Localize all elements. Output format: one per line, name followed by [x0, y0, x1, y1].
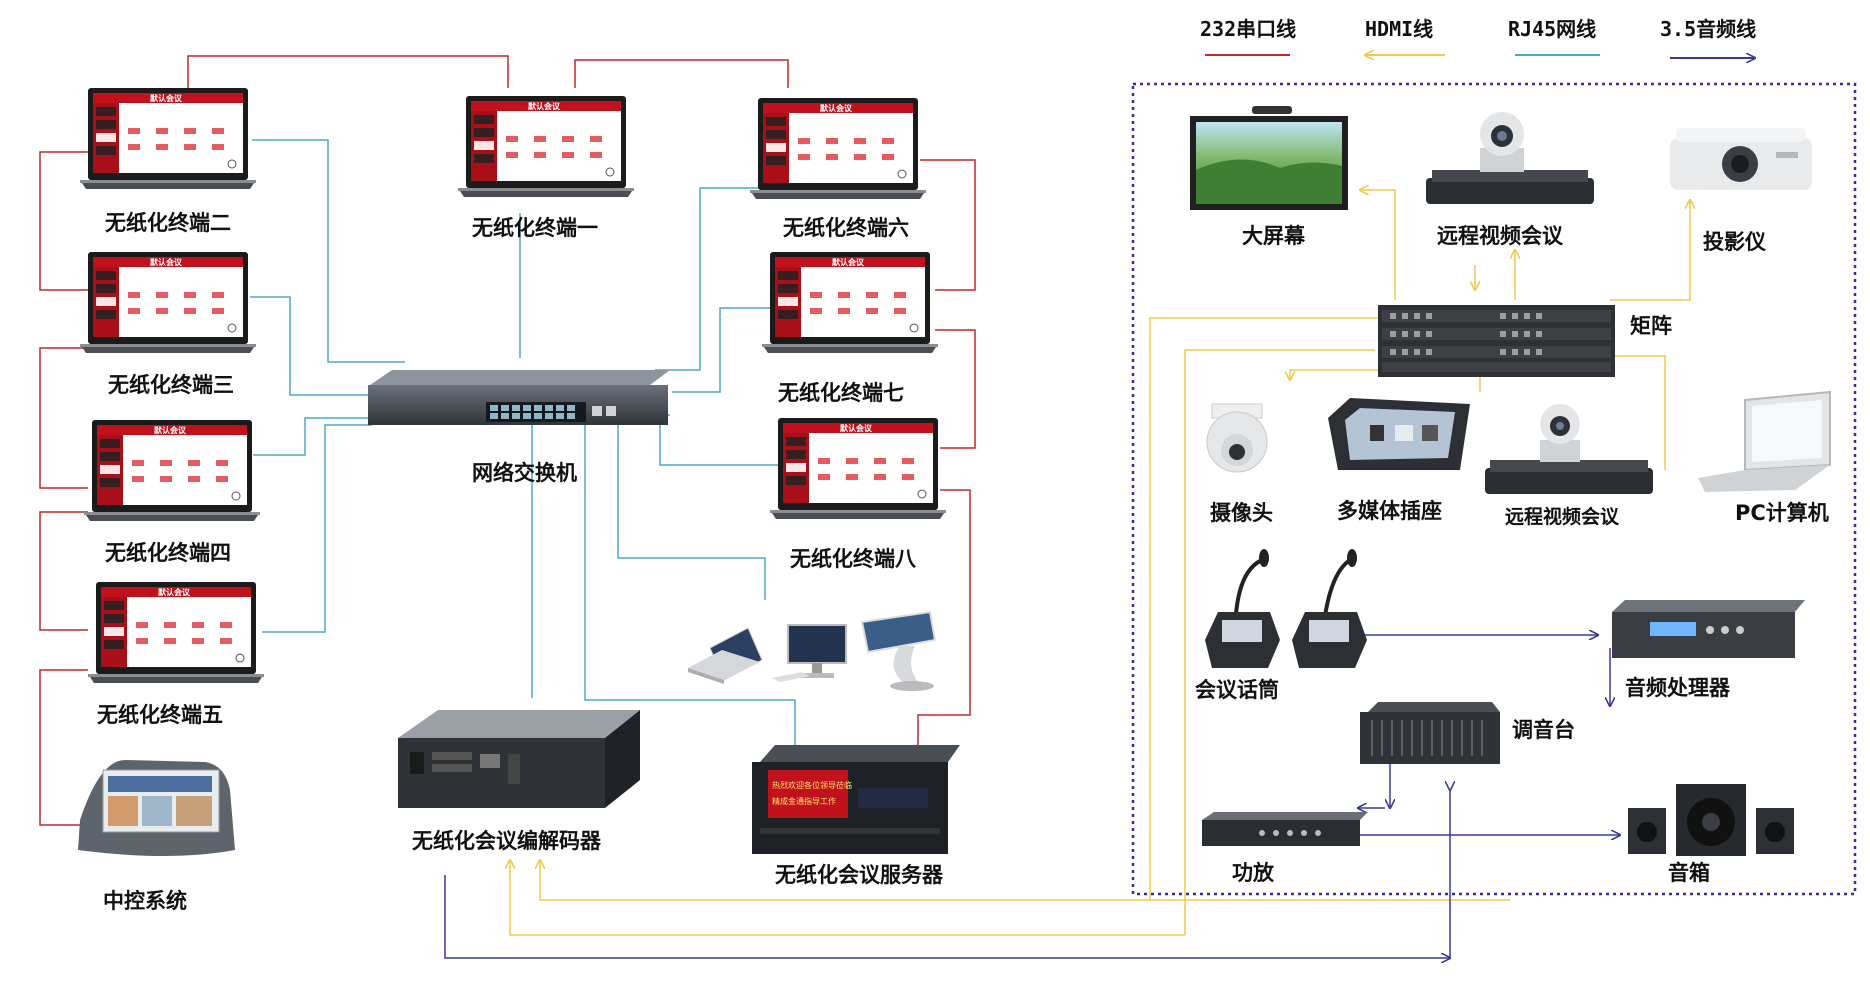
audio-processor-device [1612, 600, 1805, 658]
microphone-device [1205, 549, 1367, 668]
video-conference-top-device [1426, 112, 1594, 204]
codec-label: 无纸化会议编解码器 [412, 829, 602, 853]
audio-processor-label: 音频处理器 [1625, 676, 1731, 700]
terminal-label-4: 无纸化终端四 [105, 541, 231, 565]
terminal-label-3: 无纸化终端三 [108, 373, 234, 397]
terminal-screen-title-7: 默认会议 [832, 257, 865, 267]
terminal-laptop-4: 默认会议 [84, 420, 260, 521]
pc-laptop-device [1698, 390, 1831, 492]
terminal-laptop-8: 默认会议 [770, 418, 946, 519]
terminal-screen-title-8: 默认会议 [840, 423, 873, 433]
mixer-device [1360, 702, 1500, 764]
terminal-label-1: 无纸化终端一 [472, 216, 598, 240]
terminal-laptop-6: 默认会议 [750, 98, 926, 199]
terminal-screen-title-5: 默认会议 [158, 587, 191, 597]
camera-label: 摄像头 [1210, 501, 1273, 525]
camera-device [1206, 403, 1268, 473]
terminal-laptop-1: 默认会议 [458, 96, 634, 197]
projector-label: 投影仪 [1703, 230, 1767, 254]
terminal-screen-title-4: 默认会议 [154, 425, 187, 435]
legend-hdmi-label: HDMI线 [1365, 17, 1433, 41]
projector-device [1670, 128, 1812, 190]
hdmi-connections [510, 190, 1690, 936]
media-socket-device [1328, 398, 1470, 470]
legend-rj45-label: RJ45网线 [1508, 17, 1596, 41]
terminal-screen-title-1: 默认会议 [528, 101, 561, 111]
matrix-device [1378, 305, 1615, 377]
terminal-laptop-7: 默认会议 [762, 252, 938, 353]
legend-audio-label: 3.5音频线 [1660, 17, 1756, 41]
av-system-frame [1131, 82, 1857, 896]
legend: 232串口线 HDMI线 RJ45网线 3.5音频线 [1200, 17, 1756, 58]
terminal-laptop-5: 默认会议 [88, 582, 264, 683]
audio-connections [444, 635, 1620, 958]
server-device: 热烈欢迎各位领导莅临 精成金通指导工作 [752, 745, 960, 854]
terminal-laptop-3: 默认会议 [80, 252, 256, 353]
video-conference-top-label: 远程视频会议 [1437, 224, 1564, 248]
microphone-label: 会议话筒 [1195, 678, 1279, 702]
server-panel-line2: 精成金通指导工作 [772, 796, 836, 806]
speaker-label: 音箱 [1668, 861, 1710, 885]
matrix-label: 矩阵 [1630, 314, 1672, 338]
terminal-screen-title-3: 默认会议 [150, 257, 183, 267]
central-control-device [78, 760, 235, 856]
server-panel-line1: 热烈欢迎各位领导莅临 [772, 780, 852, 790]
speaker-device [1628, 784, 1794, 856]
rj45-connections [250, 139, 796, 763]
terminal-label-2: 无纸化终端二 [105, 211, 231, 235]
client-desktop [772, 624, 847, 682]
amplifier-device [1202, 812, 1368, 846]
big-screen-device [1190, 106, 1348, 210]
big-screen-label: 大屏幕 [1242, 224, 1306, 248]
client-laptop [688, 627, 763, 684]
terminal-screen-title-6: 默认会议 [820, 103, 853, 113]
video-conference-mid-label: 远程视频会议 [1505, 505, 1620, 528]
pc-label: PC计算机 [1735, 501, 1829, 525]
legend-rs232-label: 232串口线 [1200, 17, 1296, 41]
media-socket-label: 多媒体插座 [1337, 499, 1442, 523]
rs232-connections [39, 55, 976, 826]
client-devices-group [688, 610, 937, 691]
terminal-laptop-2: 默认会议 [80, 88, 256, 189]
central-control-label: 中控系统 [103, 889, 187, 913]
terminal-label-7: 无纸化终端七 [778, 381, 904, 405]
codec-device [398, 710, 640, 808]
video-conference-mid-device [1485, 404, 1653, 494]
amplifier-label: 功放 [1232, 861, 1275, 885]
client-kiosk [860, 610, 937, 691]
terminal-label-8: 无纸化终端八 [790, 547, 917, 571]
terminal-screen-title-2: 默认会议 [150, 93, 183, 103]
network-switch [368, 370, 670, 425]
switch-label: 网络交换机 [472, 461, 577, 485]
server-label: 无纸化会议服务器 [775, 863, 944, 887]
terminal-label-6: 无纸化终端六 [783, 216, 909, 240]
terminal-label-5: 无纸化终端五 [97, 703, 223, 727]
mixer-label: 调音台 [1512, 718, 1575, 742]
